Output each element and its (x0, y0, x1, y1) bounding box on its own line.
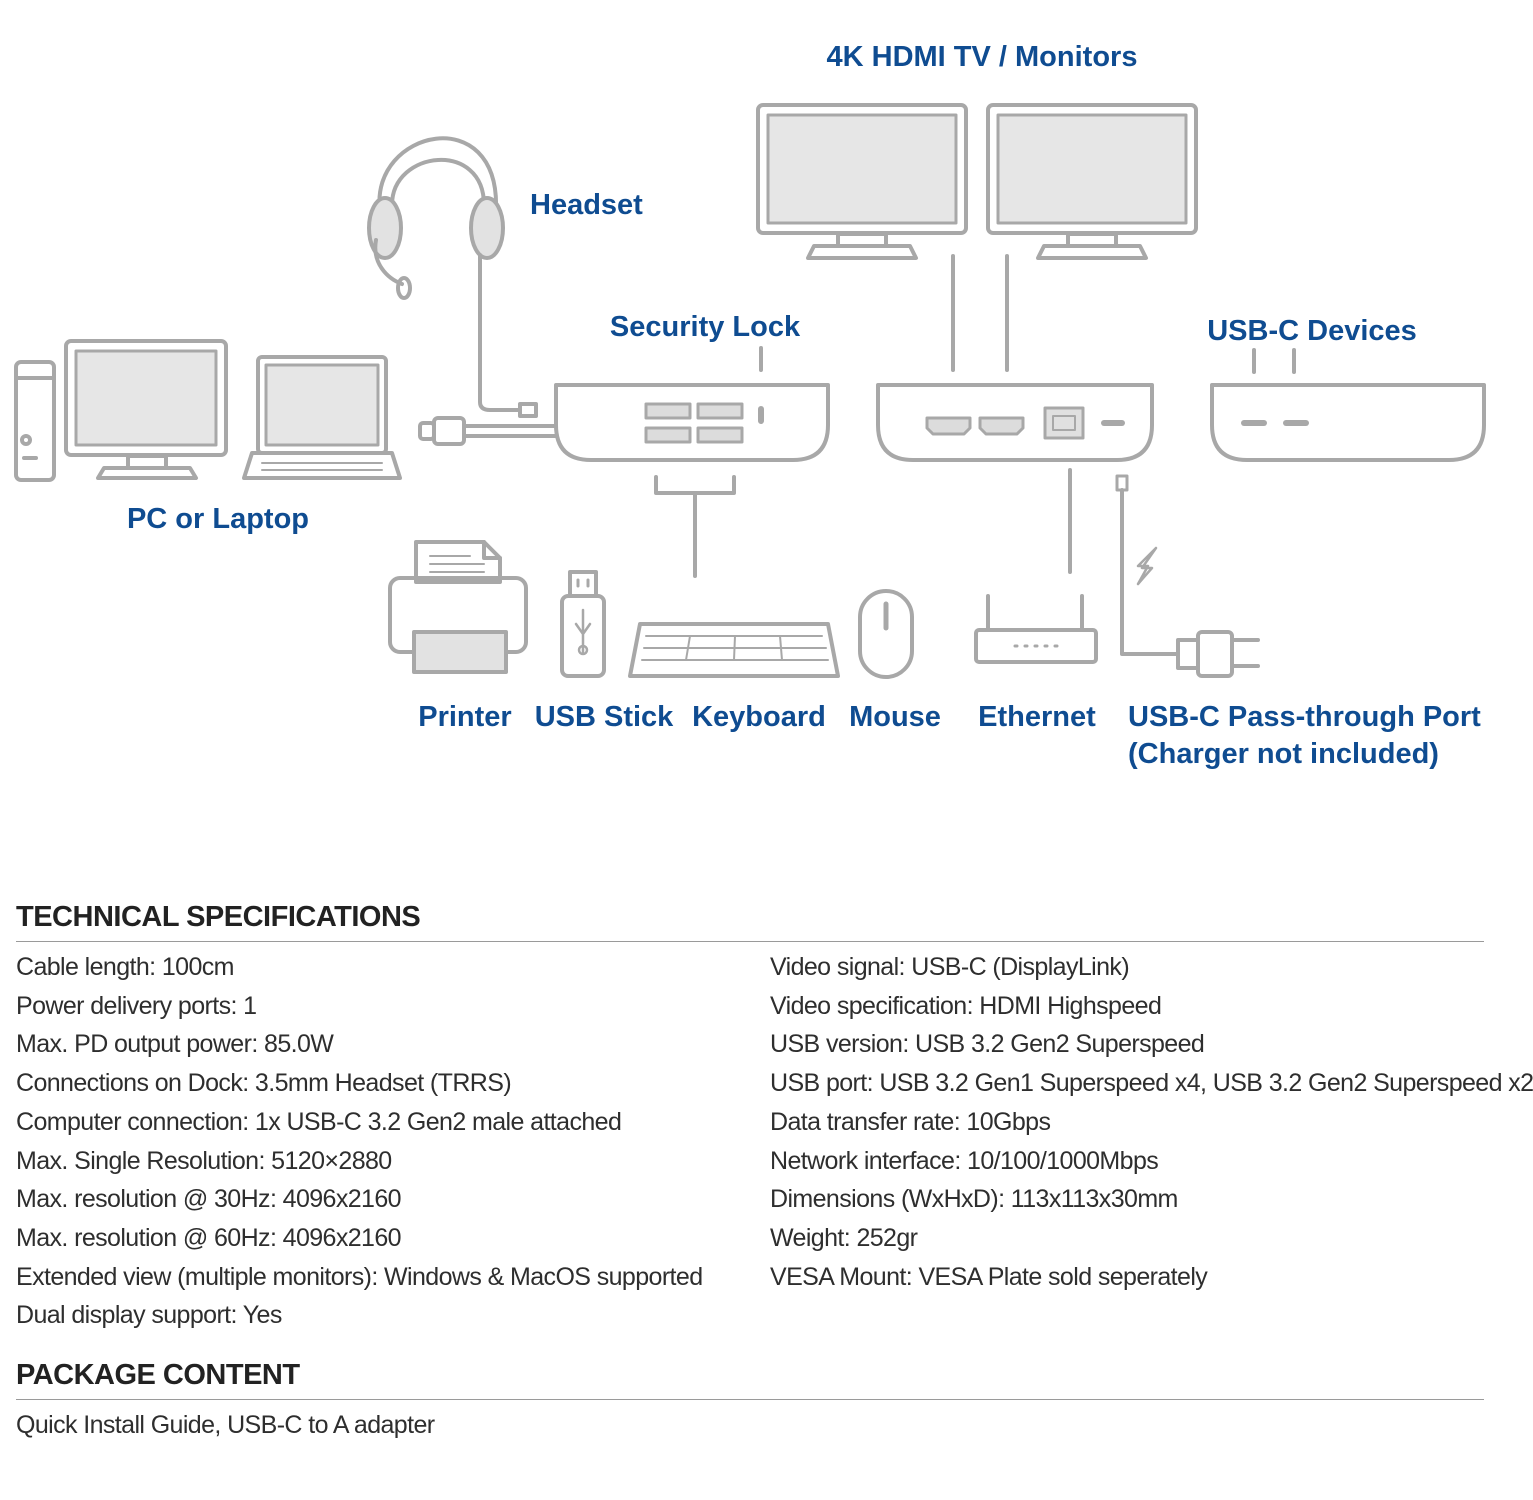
dock-usb-hub-icon (554, 346, 830, 578)
label-keyboard: Keyboard (692, 701, 826, 733)
label-security-lock: Security Lock (610, 311, 801, 343)
specifications-section: TECHNICAL SPECIFICATIONS Cable length: 1… (16, 895, 1533, 1445)
hdmi-monitor-icon (756, 103, 968, 260)
charging-bolt-icon (1136, 546, 1158, 586)
divider (16, 941, 1484, 942)
package-title: PACKAGE CONTENT (16, 1359, 300, 1392)
spec-item: Network interface: 10/100/1000Mbps (770, 1146, 1159, 1175)
spec-item: VESA Mount: VESA Plate sold seperately (770, 1262, 1208, 1291)
spec-list-right: Video signal: USB-C (DisplayLink) Video s… (770, 948, 1533, 1335)
spec-item: USB port: USB 3.2 Gen1 Superspeed x4, US… (770, 1069, 1533, 1098)
package-content: Quick Install Guide, USB-C to A adapter (16, 1411, 435, 1440)
laptop-icon (242, 355, 402, 480)
label-mouse: Mouse (849, 701, 941, 733)
mouse-icon (858, 589, 914, 679)
spec-item: Max. Single Resolution: 5120×2880 (16, 1146, 392, 1175)
spec-item: Max. resolution @ 30Hz: 4096x2160 (16, 1185, 402, 1214)
label-usbc-devices: USB-C Devices (1207, 315, 1417, 347)
ethernet-router-icon (974, 594, 1098, 664)
printer-icon (388, 540, 528, 674)
pc-tower-icon (14, 360, 56, 482)
headset-icon (367, 136, 538, 418)
spec-item: Dimensions (WxHxD): 113x113x30mm (770, 1185, 1178, 1214)
usb-c-cable-icon (418, 416, 558, 446)
label-usb-stick: USB Stick (535, 701, 674, 733)
spec-item: Video signal: USB-C (DisplayLink) (770, 953, 1130, 981)
spec-item: Power delivery ports: 1 (16, 991, 257, 1020)
label-printer: Printer (418, 701, 511, 733)
charger-plug-icon (1176, 630, 1260, 678)
spec-item: Video specification: HDMI Highspeed (770, 991, 1162, 1020)
divider (16, 1399, 1484, 1401)
label-monitors: 4K HDMI TV / Monitors (827, 41, 1138, 73)
spec-item: Connections on Dock: 3.5mm Headset (TRRS… (16, 1069, 512, 1098)
spec-item: Dual display support: Yes (16, 1301, 282, 1330)
label-headset: Headset (530, 189, 643, 221)
spec-item: Cable length: 100cm (16, 953, 235, 981)
desktop-monitor-icon (64, 339, 228, 480)
label-ethernet: Ethernet (978, 701, 1096, 733)
spec-item: Weight: 252gr (770, 1223, 918, 1252)
tech-specs-title: TECHNICAL SPECIFICATIONS (16, 901, 421, 933)
spec-item: Max. PD output power: 85.0W (16, 1030, 334, 1059)
label-passthrough: USB-C Pass-through Port (1128, 701, 1481, 733)
keyboard-icon (628, 622, 840, 678)
hdmi-monitor-icon (986, 103, 1198, 260)
dock-usb-c-icon (1210, 348, 1486, 462)
dock-video-network-icon (876, 383, 1180, 656)
spec-item: USB version: USB 3.2 Gen2 Superspeed (770, 1030, 1205, 1059)
spec-item: Max. resolution @ 60Hz: 4096x2160 (16, 1223, 402, 1252)
spec-item: Computer connection: 1x USB-C 3.2 Gen2 m… (16, 1107, 622, 1136)
connection-diagram: 4K HDMI TV / Monitors Headset Security L… (14, 41, 1486, 770)
spec-item: Extended view (multiple monitors): Windo… (16, 1262, 703, 1291)
label-pc-laptop: PC or Laptop (127, 503, 309, 535)
label-charger-note: (Charger not included) (1128, 738, 1439, 770)
spec-item: Data transfer rate: 10Gbps (770, 1107, 1051, 1136)
package-section: PACKAGE CONTENT Quick Install Guide, USB… (16, 1353, 1484, 1445)
usb-stick-icon (560, 570, 606, 678)
